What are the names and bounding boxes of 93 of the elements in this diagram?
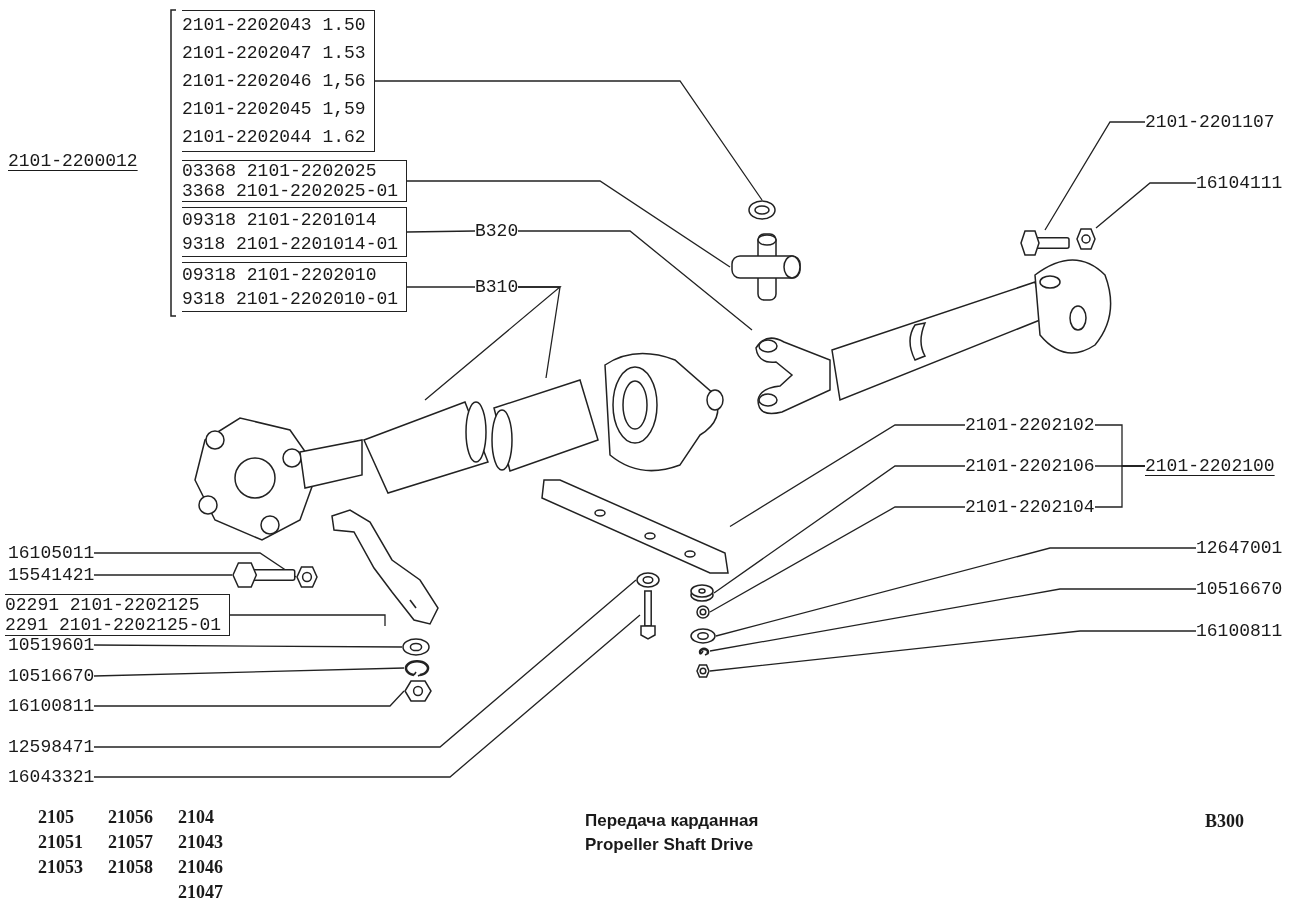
model-number: 21046 xyxy=(178,856,223,878)
leader-line xyxy=(709,506,966,613)
part-number: B320 xyxy=(475,220,519,242)
part-number: 2101-2201107 xyxy=(1145,111,1275,133)
model-number: 2105 xyxy=(38,806,74,828)
nut-drawing xyxy=(404,680,432,702)
leader-line xyxy=(406,286,476,288)
part-number: 2101-2200012 xyxy=(8,150,138,172)
nut-drawing xyxy=(296,566,318,588)
part-number: 2101-2202043 1.50 xyxy=(182,14,366,37)
part-number: 16100811 xyxy=(8,695,95,717)
leader-line xyxy=(93,614,641,778)
part-number: 2101-2202100 xyxy=(1145,455,1275,477)
part-number: B310 xyxy=(475,276,519,298)
part-number: 10519601 xyxy=(8,634,95,656)
spring-washer-drawing xyxy=(698,646,710,656)
part-number: 16105011 xyxy=(8,542,95,564)
model-number: 21057 xyxy=(108,831,153,853)
leader-line xyxy=(715,547,1197,637)
shaft-tube-drawing xyxy=(492,378,600,473)
model-number: 21047 xyxy=(178,881,223,903)
leader-line xyxy=(1044,121,1146,231)
page-code: B300 xyxy=(1205,810,1244,832)
part-number: 10516670 xyxy=(8,665,95,687)
leader-line xyxy=(93,644,403,648)
part-number: 09318 2101-2202010 xyxy=(182,264,378,287)
part-number: 2291 2101-2202125-01 xyxy=(5,615,222,635)
leader-line xyxy=(93,579,637,748)
part-number: 16100811 xyxy=(1196,620,1283,642)
part-number: 2101-2202047 1.53 xyxy=(182,42,366,65)
leader-line xyxy=(709,588,1197,652)
washer-drawing xyxy=(690,628,716,644)
part-number: 2101-2202045 1,59 xyxy=(182,98,366,121)
model-number: 21053 xyxy=(38,856,83,878)
part-number: 03368 2101-2202025 xyxy=(182,161,378,181)
bracketed-part-list xyxy=(182,160,408,202)
cushion-drawing xyxy=(690,584,714,602)
part-number: 3368 2101-2202025-01 xyxy=(182,181,399,201)
spring-washer-drawing xyxy=(404,659,430,677)
part-number: 9318 2101-2202010-01 xyxy=(182,288,399,311)
leader-line xyxy=(93,574,233,576)
leader-line xyxy=(709,630,1197,672)
leader-line xyxy=(713,465,966,594)
part-number: 12598471 xyxy=(8,736,95,758)
model-number: 21058 xyxy=(108,856,153,878)
model-number: 2104 xyxy=(178,806,214,828)
part-number: 2101-2202102 xyxy=(965,414,1095,436)
bracketed-part-list xyxy=(182,10,375,152)
sleeve-drawing xyxy=(696,605,710,619)
leader-line xyxy=(229,614,386,627)
caption: Propeller Shaft Drive xyxy=(585,834,754,856)
bolt-drawing xyxy=(232,562,296,588)
part-number: 12647001 xyxy=(1196,537,1283,559)
part-number: 2101-2202104 xyxy=(965,496,1095,518)
title: Передача карданная xyxy=(585,810,759,832)
bolt-drawing xyxy=(640,590,656,640)
washer-drawing xyxy=(636,572,660,588)
bolt-drawing xyxy=(1020,230,1070,256)
leader-line xyxy=(374,80,763,201)
bracket-drawing xyxy=(330,508,440,626)
leader-line xyxy=(406,180,731,268)
leader-line xyxy=(93,667,405,677)
bracketed-part-list xyxy=(182,207,408,257)
nut-drawing xyxy=(1076,228,1096,250)
leader-line xyxy=(1095,182,1197,229)
leader-line xyxy=(424,286,562,401)
lock-ring-drawing xyxy=(748,200,776,220)
leader-line xyxy=(517,286,561,379)
universal-joint-drawing xyxy=(730,232,802,302)
bracketed-part-list xyxy=(182,262,408,312)
part-number: 2101-2202106 xyxy=(965,455,1095,477)
leader-line xyxy=(729,424,966,528)
leader-line xyxy=(93,690,405,707)
bracketed-part-list xyxy=(5,594,231,636)
leader-line xyxy=(406,230,476,233)
part-number: 16104111 xyxy=(1196,172,1283,194)
model-number: 21056 xyxy=(108,806,153,828)
nut-drawing xyxy=(696,664,710,678)
model-number: 21043 xyxy=(178,831,223,853)
support-strap-drawing xyxy=(540,478,730,575)
leader-line xyxy=(517,230,753,331)
part-number: 15541421 xyxy=(8,564,95,586)
model-number: 21051 xyxy=(38,831,83,853)
leader-line xyxy=(1094,465,1146,508)
part-number: 9318 2101-2201014-01 xyxy=(182,233,399,256)
part-number: 02291 2101-2202125 xyxy=(5,595,201,615)
part-number: 2101-2202046 1,56 xyxy=(182,70,366,93)
washer-drawing xyxy=(402,638,430,656)
part-number: 09318 2101-2201014 xyxy=(182,209,378,232)
part-number: 16043321 xyxy=(8,766,95,788)
part-number: 10516670 xyxy=(1196,578,1283,600)
part-number: 2101-2202044 1.62 xyxy=(182,126,366,149)
leader-line xyxy=(93,552,297,578)
